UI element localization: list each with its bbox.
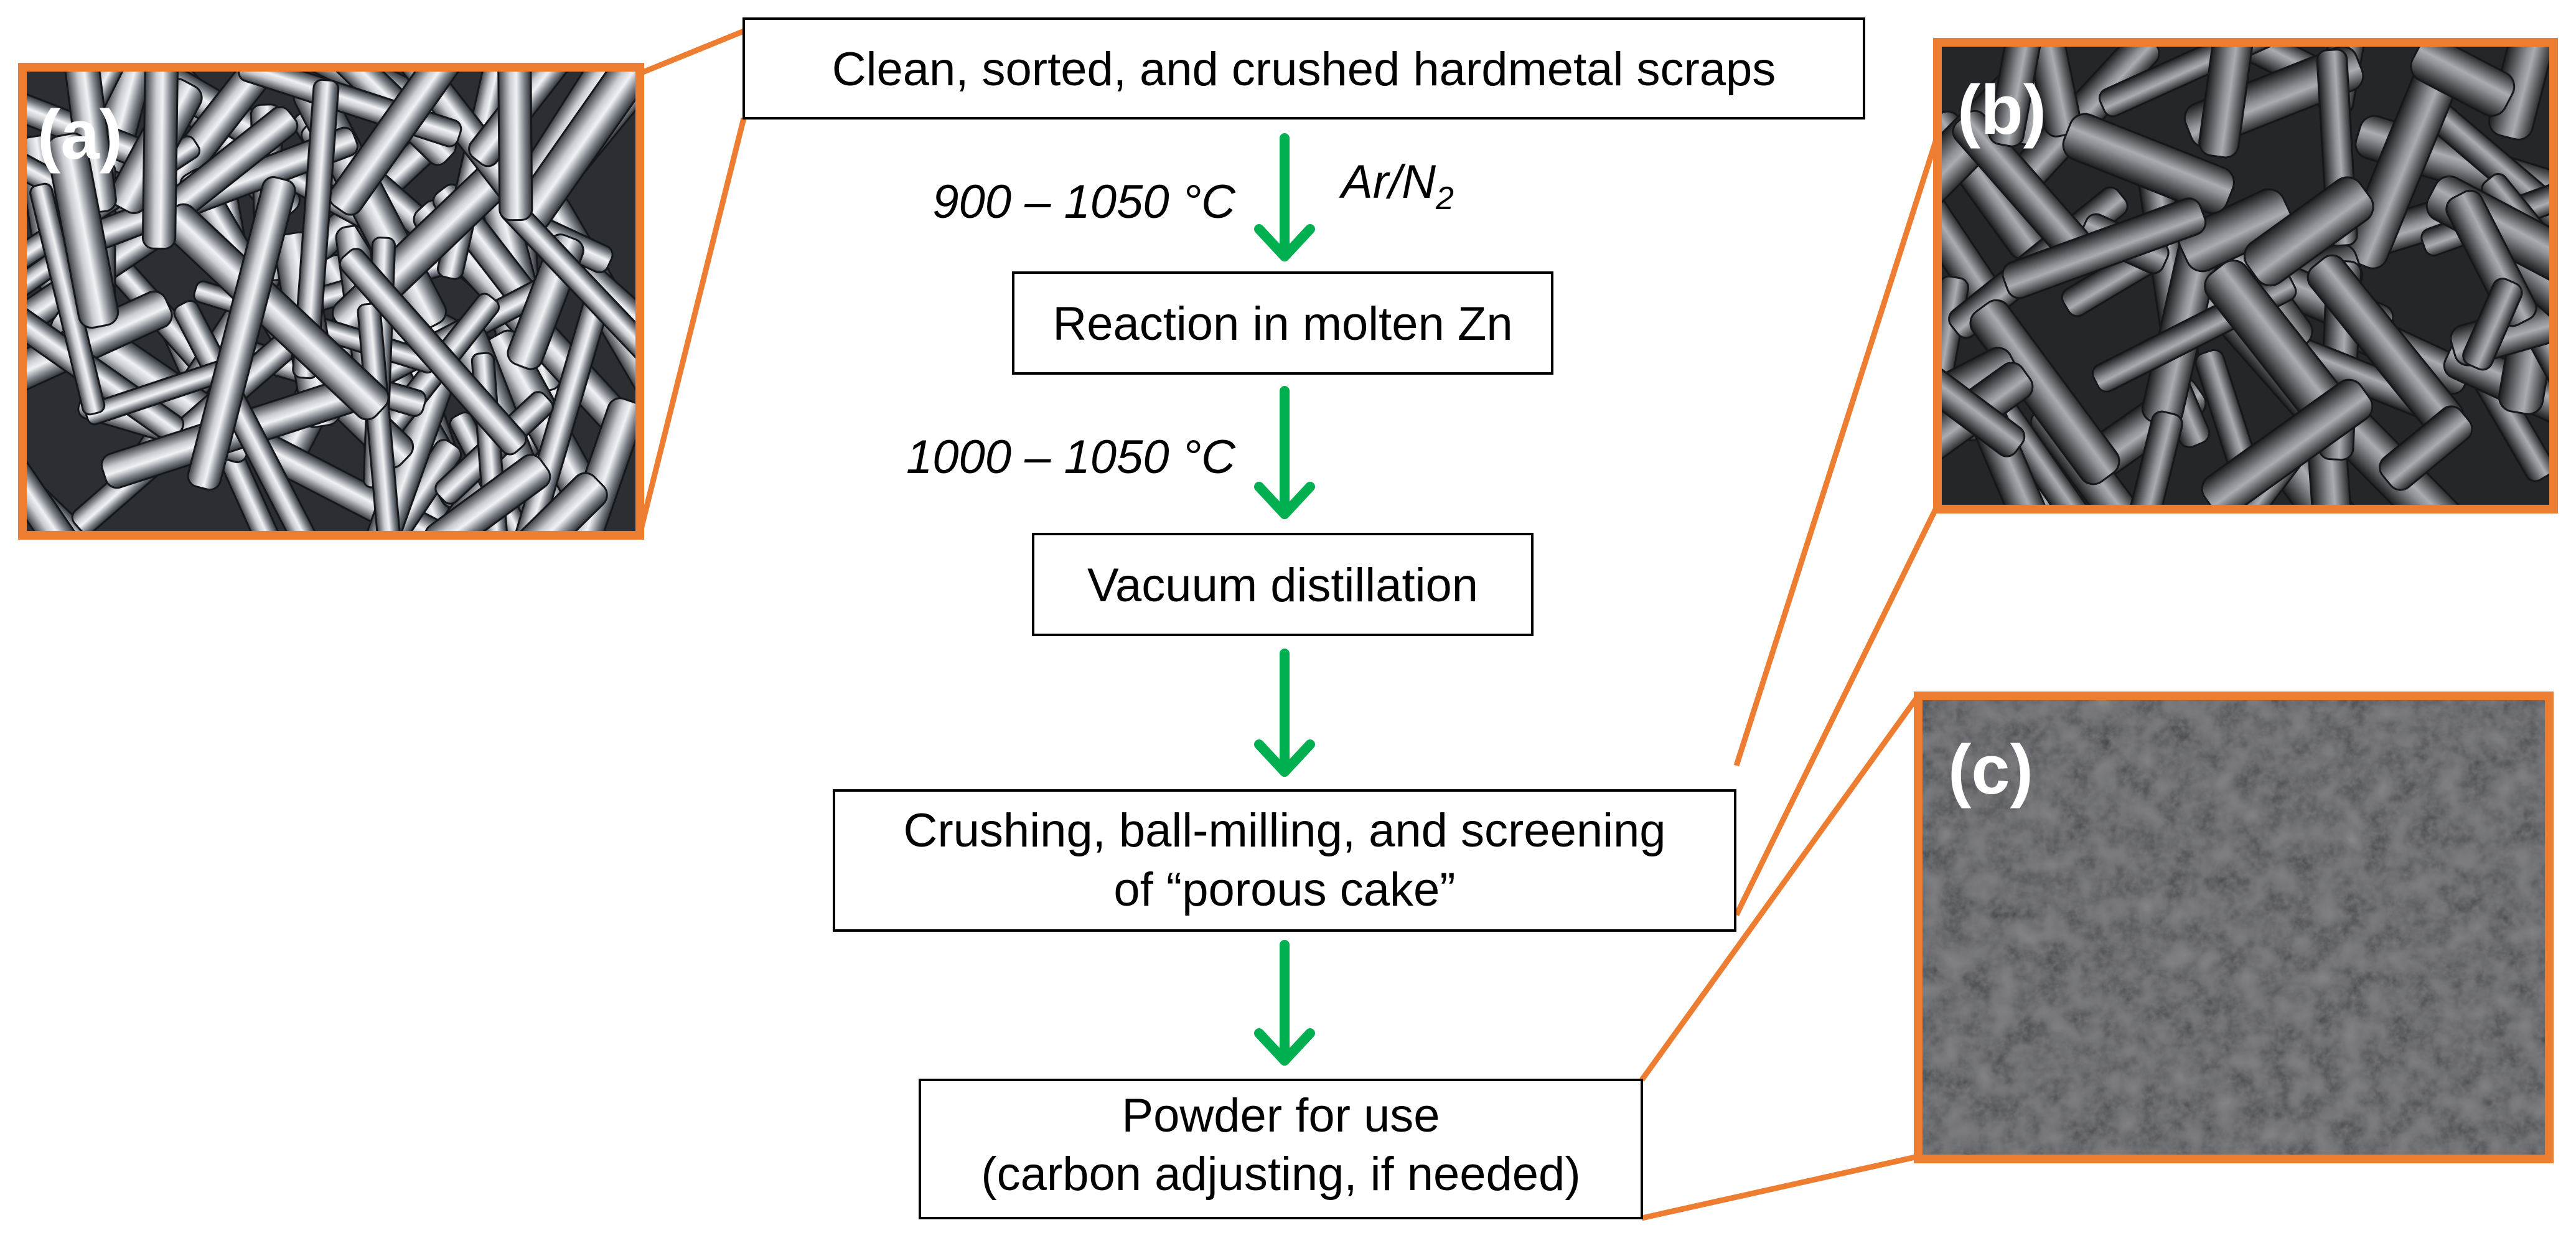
photo-texture-rod xyxy=(2410,42,2516,117)
flow-step-2-box xyxy=(1012,271,1553,375)
powder-photo xyxy=(1918,696,2549,1159)
callout-b-top xyxy=(1733,134,1941,767)
flow-arrows xyxy=(1254,133,1315,1066)
panel-b-label: (b) xyxy=(1957,71,2046,149)
callout-lines xyxy=(637,28,1941,1221)
condition-step2-temperature: 1000 – 1050 °C xyxy=(906,431,1236,484)
callout-a-top xyxy=(639,28,745,77)
flow-step-1-box xyxy=(742,17,1865,120)
flow-step-4: Crushing, ball-milling, and screening of… xyxy=(833,789,1736,932)
panel-b: (b) xyxy=(1933,38,2558,513)
arrow-4-icon xyxy=(1254,940,1315,1066)
photo-texture-rod xyxy=(339,248,527,456)
flow-step-5-line2: (carbon adjusting, if needed) xyxy=(981,1148,1580,1201)
flow-step-2-text: Reaction in molten Zn xyxy=(1052,298,1512,350)
panel-a-frame xyxy=(18,63,644,540)
arrow-3-icon xyxy=(1254,649,1315,777)
flow-step-4-box xyxy=(833,789,1736,932)
photo-texture-rod xyxy=(187,176,296,491)
photo-texture-rod xyxy=(2002,197,2207,299)
photo-texture-rod xyxy=(2098,42,2297,118)
flow-step-3-box xyxy=(1032,533,1534,636)
callout-c-top xyxy=(1639,694,1921,1082)
flow-step-4-line1: Crushing, ball-milling, and screening xyxy=(903,804,1665,857)
flow-step-4-line2: of “porous cake” xyxy=(1113,863,1455,916)
flow-step-5: Powder for use (carbon adjusting, if nee… xyxy=(919,1079,1643,1219)
flow-step-3-text: Vacuum distillation xyxy=(1087,559,1478,612)
photo-texture-rod xyxy=(2118,410,2183,509)
photo-texture-rod xyxy=(1988,42,2049,148)
callout-c-bottom xyxy=(1641,1153,1919,1221)
callout-a-bottom xyxy=(637,117,747,535)
atmosphere-main: Ar/N xyxy=(1339,156,1436,209)
condition-step1-temperature: 900 – 1050 °C xyxy=(932,176,1236,228)
photo-texture-rod xyxy=(2462,278,2523,371)
photo-texture-rod xyxy=(357,302,404,535)
photo-texture-rod xyxy=(59,67,117,214)
flow-step-3: Vacuum distillation xyxy=(1032,533,1534,636)
photo-texture-rod xyxy=(1937,324,2026,457)
photo-texture-rod xyxy=(2062,113,2235,215)
photo-texture-rod xyxy=(496,67,533,222)
photo-texture-rod xyxy=(2198,42,2264,159)
panel-c-frame xyxy=(1914,692,2554,1163)
photo-texture-rod xyxy=(1969,299,2120,485)
panel-b-frame xyxy=(1933,38,2558,513)
panel-a-label: (a) xyxy=(37,96,123,174)
flow-step-1: Clean, sorted, and crushed hardmetal scr… xyxy=(742,17,1865,120)
photo-texture-rod xyxy=(328,67,494,216)
flow-step-5-box xyxy=(919,1079,1643,1219)
panel-a: (a) xyxy=(18,63,644,540)
panel-c: (c) xyxy=(1914,692,2554,1163)
photo-texture-rod xyxy=(141,67,180,250)
photo-texture-rod xyxy=(292,78,340,380)
arrow-1-icon xyxy=(1254,133,1315,261)
photo-texture-rod xyxy=(46,132,119,329)
panel-c-label: (c) xyxy=(1948,731,2033,809)
arrow-2-icon xyxy=(1254,386,1315,519)
callout-b-bottom xyxy=(1733,504,1941,916)
photo-texture-rod xyxy=(2243,176,2374,287)
flow-step-1-text: Clean, sorted, and crushed hardmetal scr… xyxy=(832,43,1776,96)
photo-texture-rod xyxy=(2379,405,2473,491)
flow-step-2: Reaction in molten Zn xyxy=(1012,271,1553,375)
flow-step-5-line1: Powder for use xyxy=(1122,1089,1440,1142)
photo-texture-rod xyxy=(2201,378,2374,509)
atmosphere-subscript: 2 xyxy=(1435,181,1454,217)
condition-step1-atmosphere: Ar/N2 xyxy=(1339,156,1454,217)
